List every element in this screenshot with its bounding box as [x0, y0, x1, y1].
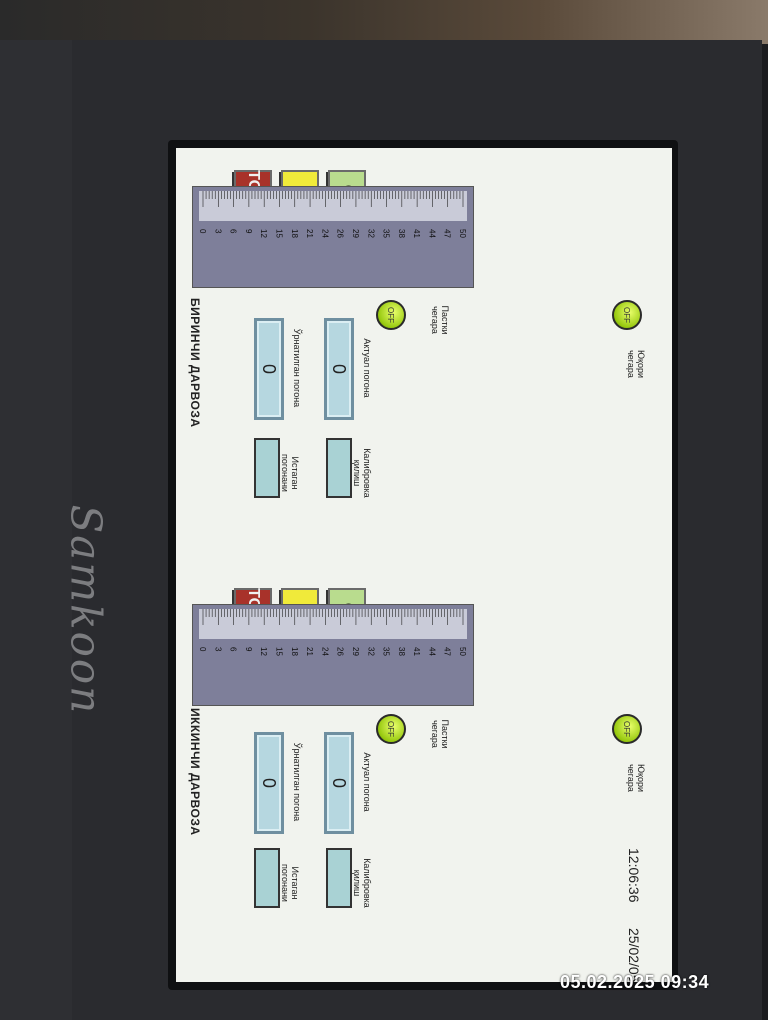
gate2-desired-input[interactable] [254, 848, 280, 908]
gate2-lower-limit-lamp: OFF [376, 714, 406, 744]
gate2-upper-limit-lamp: OFF [612, 714, 642, 744]
gate2-gauge-tick-label: 18 [290, 647, 299, 656]
gate1-gauge-tick-label: 29 [351, 229, 360, 238]
gate1-gauge-tick-label: 47 [443, 229, 452, 238]
gate1-calib-input[interactable] [326, 438, 352, 498]
gate2-calib-label: Калибровка қилиш [352, 858, 372, 908]
gate2-upper-limit-label: Юқори чегара [626, 763, 646, 793]
gate2-set-label: Ўрнатилган погона [292, 742, 302, 822]
gate1-upper-limit-lamp: OFF [612, 300, 642, 330]
gate1-gauge-tick-label: 6 [229, 229, 238, 234]
gate2-gauge-tick-label: 41 [412, 647, 421, 656]
hmi-canvas: TO'XTATISH YOPISH OCHISH 036912151821242… [176, 148, 672, 982]
gate1-gauge-tick-label: 32 [366, 229, 375, 238]
gate2-level-gauge: 0 3 6 9 12 15 18 21 24 26 29 32 35 38 41 44 47 50 [192, 604, 474, 706]
device-bezel-left [0, 40, 72, 1020]
gate1-set-value[interactable]: 0 [254, 318, 284, 420]
gate1-gauge-scale: 0 3 6 9 12 15 18 21 24 26 29 32 35 38 41 44 47 50 [198, 191, 467, 238]
gate2-gauge-tick-label: 32 [366, 647, 375, 656]
gate1-gauge-tick-label: 38 [397, 229, 406, 238]
gate2-gauge-tick-label: 3 [213, 647, 222, 652]
gate1-gauge-tick-label: 0 [198, 229, 207, 234]
gate1-gauge-tick-label: 15 [274, 229, 283, 238]
gate2-gauge-tick-label: 26 [336, 647, 345, 656]
gate1-title: БИРИНЧИ ДАРВОЗА [188, 298, 202, 428]
gate2-gauge-tick-label: 9 [244, 647, 253, 652]
gate1-gauge-tick-label: 21 [305, 229, 314, 238]
gate2-gauge-tick-label: 24 [320, 647, 329, 656]
gate2-gauge-tick-label: 44 [427, 647, 436, 656]
gate1-desired-label: Истаган погонани [280, 454, 300, 492]
gate1-gauge-tick-label: 26 [336, 229, 345, 238]
gate1-upper-limit-label: Юқори чегара [626, 349, 646, 379]
gate1-lower-limit-label: Пастки чегара [430, 305, 450, 335]
gate2-lower-limit-label: Пастки чегара [430, 719, 450, 749]
gate2-actual-value: 0 [324, 732, 354, 834]
gate1-calib-label: Калибровка қилиш [352, 448, 372, 498]
gate1-desired-input[interactable] [254, 438, 280, 498]
gate2-gauge-scale-strip [199, 609, 467, 639]
gate2-gauge-tick-label: 38 [397, 647, 406, 656]
photo-timestamp: 05.02.2025 09:34 [560, 972, 710, 992]
gate2-gauge-tick-label: 47 [443, 647, 452, 656]
gate1-gauge-scale-strip [199, 191, 467, 221]
gate2-set-value[interactable]: 0 [254, 732, 284, 834]
gate2-calib-input[interactable] [326, 848, 352, 908]
gate1-gauge-tick-label: 24 [320, 229, 329, 238]
gate2-gauge-tick-label: 0 [198, 647, 207, 652]
gate1-actual-label: Актуал погона [362, 338, 372, 398]
gate1-gauge-tick-label: 35 [382, 229, 391, 238]
gate2-title: ИККИНЧИ ДАРВОЗА [188, 708, 202, 836]
brand-logo: Samkoon [61, 504, 111, 716]
gate2-gauge-scale: 0 3 6 9 12 15 18 21 24 26 29 32 35 38 41 44 47 50 [198, 609, 467, 656]
background-wall [0, 0, 768, 44]
gate1-lower-limit-lamp: OFF [376, 300, 406, 330]
gate2-gauge-tick-label: 6 [229, 647, 238, 652]
gate1-gauge-tick-label: 9 [244, 229, 253, 234]
gate2-gauge-tick-label: 12 [259, 647, 268, 656]
clock-time: 12:06:36 [626, 848, 642, 903]
gate2-gauge-tick-label: 21 [305, 647, 314, 656]
gate1-gauge-tick-label: 44 [427, 229, 436, 238]
gate1-level-gauge: 0 3 6 9 12 15 18 21 24 26 29 32 35 38 41 44 47 50 [192, 186, 474, 288]
gate1-gauge-tick-label: 18 [290, 229, 299, 238]
gate1-gauge-tick-label: 41 [412, 229, 421, 238]
gate2-gauge-tick-label: 15 [274, 647, 283, 656]
gate1-actual-value: 0 [324, 318, 354, 420]
gate1-set-label: Ўрнатилган погона [292, 328, 302, 408]
gate1-gauge-tick-label: 50 [458, 229, 467, 238]
gate2-gauge-tick-label: 29 [351, 647, 360, 656]
gate2-gauge-tick-label: 35 [382, 647, 391, 656]
gate2-actual-label: Актуал погона [362, 752, 372, 812]
gate1-gauge-tick-label: 3 [213, 229, 222, 234]
gate2-desired-label: Истаган погонани [280, 864, 300, 902]
gate2-gauge-tick-label: 50 [458, 647, 467, 656]
gate1-gauge-tick-label: 12 [259, 229, 268, 238]
hmi-screen: TO'XTATISH YOPISH OCHISH 036912151821242… [176, 148, 672, 982]
